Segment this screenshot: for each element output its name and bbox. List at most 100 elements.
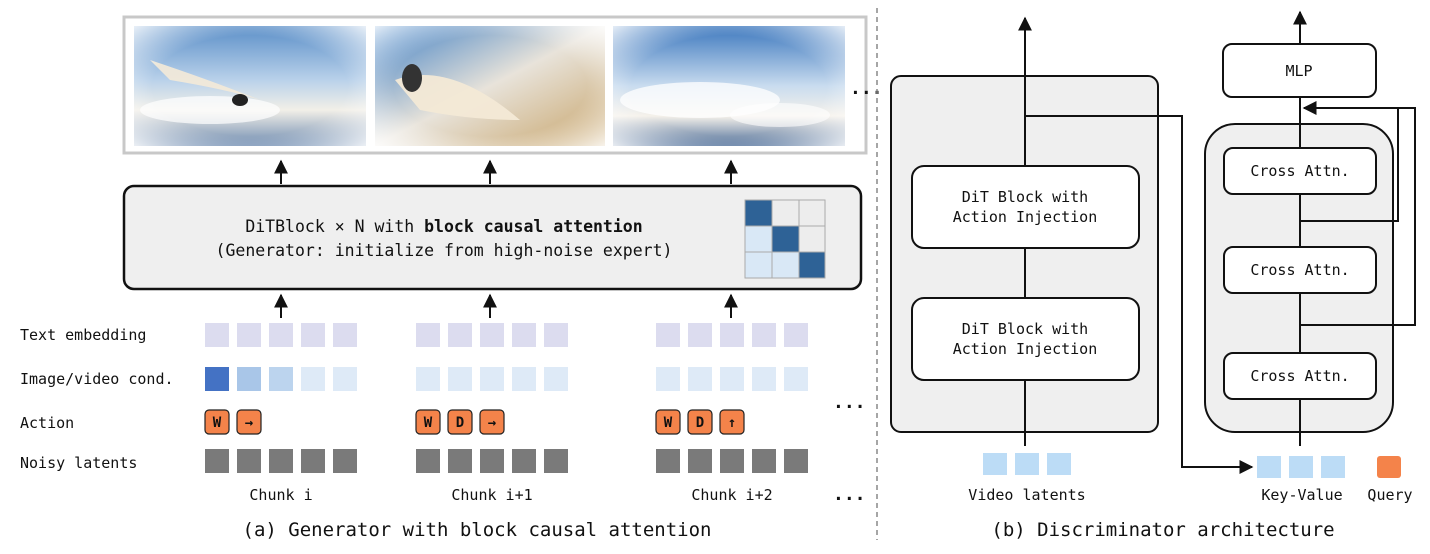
text-token [448, 323, 472, 347]
text-token [205, 323, 229, 347]
noisy-latent-token [416, 449, 440, 473]
noisy-latent-token [784, 449, 808, 473]
key-value-token [1321, 456, 1345, 478]
row-label-noisy-latents: Noisy latents [20, 454, 137, 472]
noisy-latent-token [480, 449, 504, 473]
chunk-3-actions: W D ↑ [655, 409, 745, 435]
query-label: Query [1367, 486, 1412, 504]
action-key [687, 409, 713, 435]
chunk-2-actions: W D → [415, 409, 505, 435]
text-token [752, 323, 776, 347]
action-key-label: W [424, 415, 433, 431]
chunk-label-2: Chunk i+1 [451, 486, 532, 504]
svg-text:Action Injection: Action Injection [953, 340, 1098, 358]
chunk-label-3: Chunk i+2 [691, 486, 772, 504]
image-cond-token [333, 367, 357, 391]
image-cond-token [656, 367, 680, 391]
action-key-label: D [696, 415, 704, 431]
action-key [655, 409, 681, 435]
token-grid [205, 323, 808, 473]
image-cond-token [416, 367, 440, 391]
mlp-block: MLP [1222, 43, 1377, 98]
text-token [656, 323, 680, 347]
row-label-image-cond: Image/video cond. [20, 370, 174, 388]
action-key-label: W [664, 415, 673, 431]
image-cond-token [480, 367, 504, 391]
image-cond-token [269, 367, 293, 391]
frame-3-image [613, 26, 845, 146]
noisy-latent-token [656, 449, 680, 473]
text-token [512, 323, 536, 347]
noisy-latent-token [752, 449, 776, 473]
dit-block-causal: DiTBlock × N with block causal attention… [122, 184, 863, 291]
image-cond-token [752, 367, 776, 391]
noisy-latent-token [301, 449, 325, 473]
cross-attn-block-1: Cross Attn. [1223, 147, 1377, 195]
cross-attn-block-3: Cross Attn. [1223, 352, 1377, 400]
action-key-label: D [456, 415, 464, 431]
image-cond-token [544, 367, 568, 391]
video-latent-token [1047, 453, 1071, 475]
action-key [719, 409, 745, 435]
dit-block-line1: DiTBlock × N with block causal attention [245, 217, 642, 236]
noisy-latent-token [333, 449, 357, 473]
noisy-latent-token [544, 449, 568, 473]
noisy-latent-token [237, 449, 261, 473]
row-label-text-embedding: Text embedding [20, 326, 146, 344]
row-label-action: Action [20, 414, 74, 432]
text-token [416, 323, 440, 347]
action-key [479, 409, 505, 435]
chunk-ellipsis: ... [833, 484, 866, 505]
text-token [301, 323, 325, 347]
noisy-latent-token [205, 449, 229, 473]
caption-b: (b) Discriminator architecture [991, 519, 1334, 541]
residual-loop-inner [1300, 108, 1399, 222]
noisy-latent-token [269, 449, 293, 473]
video-latents-label: Video latents [968, 486, 1085, 504]
text-token [544, 323, 568, 347]
key-value-token [1289, 456, 1313, 478]
key-value-token [1257, 456, 1281, 478]
text-token [688, 323, 712, 347]
image-cond-token [784, 367, 808, 391]
action-key [204, 409, 230, 435]
action-key-label: W [213, 415, 222, 431]
video-latent-tokens [983, 453, 1071, 475]
action-row-ellipsis: ... [833, 392, 866, 413]
dit-action-block-top: DiT Block with Action Injection [911, 165, 1140, 249]
action-key [236, 409, 262, 435]
image-cond-token [688, 367, 712, 391]
svg-text:Cross Attn.: Cross Attn. [1250, 367, 1349, 385]
noisy-latent-token [448, 449, 472, 473]
image-cond-token [237, 367, 261, 391]
frames-ellipsis: ... [850, 78, 883, 99]
noisy-latent-token [688, 449, 712, 473]
chunk-label-1: Chunk i [249, 486, 312, 504]
image-cond-token [205, 367, 229, 391]
action-key-label: → [245, 415, 253, 431]
svg-text:Cross Attn.: Cross Attn. [1250, 162, 1349, 180]
frame-2-image [375, 26, 605, 146]
svg-text:DiT Block with: DiT Block with [962, 188, 1088, 206]
chunk-1-tokens [205, 323, 357, 473]
frame-1-image [134, 26, 366, 146]
svg-text:Action Injection: Action Injection [953, 208, 1098, 226]
features-to-key-value-arrow [1025, 115, 1254, 474]
svg-text:DiT Block with: DiT Block with [962, 320, 1088, 338]
action-key [415, 409, 441, 435]
text-token [720, 323, 744, 347]
video-latent-token [983, 453, 1007, 475]
image-cond-token [720, 367, 744, 391]
key-value-label: Key-Value [1261, 486, 1342, 504]
text-token [333, 323, 357, 347]
image-cond-token [448, 367, 472, 391]
residual-loop-outer [1300, 101, 1416, 326]
action-key [447, 409, 473, 435]
text-token [480, 323, 504, 347]
chunk-2-tokens [416, 323, 568, 473]
discriminator-panel: DiT Block with Action Injection DiT Bloc… [890, 10, 1416, 541]
cross-attn-block-2: Cross Attn. [1223, 246, 1377, 294]
caption-a: (a) Generator with block causal attentio… [243, 519, 712, 541]
dit-block-line2: (Generator: initialize from high-noise e… [216, 241, 673, 260]
